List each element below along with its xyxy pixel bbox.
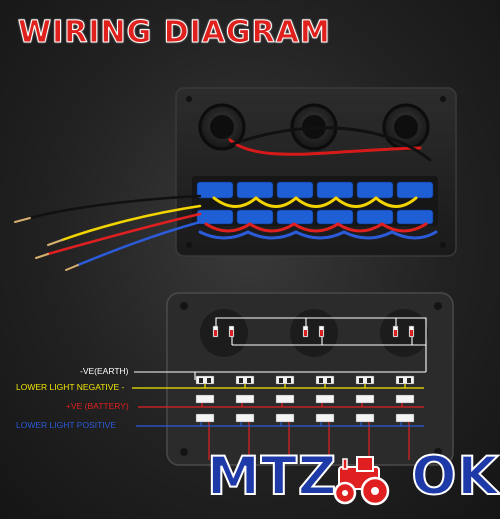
tractor-icon [333,456,390,506]
watermark-text-left: MTZ [206,446,338,507]
socket-1 [198,103,246,151]
label-earth: -VE(EARTH) [80,366,129,376]
switch-panel-photo [14,87,457,271]
switch-panel-schematic [132,292,454,466]
label-lower-light-negative: LOWER LIGHT NEGATIVE - [16,382,125,392]
page-title: WIRING DIAGRAM [18,15,331,50]
watermark-text-right: OK [410,446,500,507]
watermark-logo: MTZ OK [206,446,500,507]
socket-3 [382,103,430,151]
label-battery: +VE (BATTERY) [66,401,129,411]
label-lower-light-positive: LOWER LIGHT POSITIVE [16,420,116,430]
